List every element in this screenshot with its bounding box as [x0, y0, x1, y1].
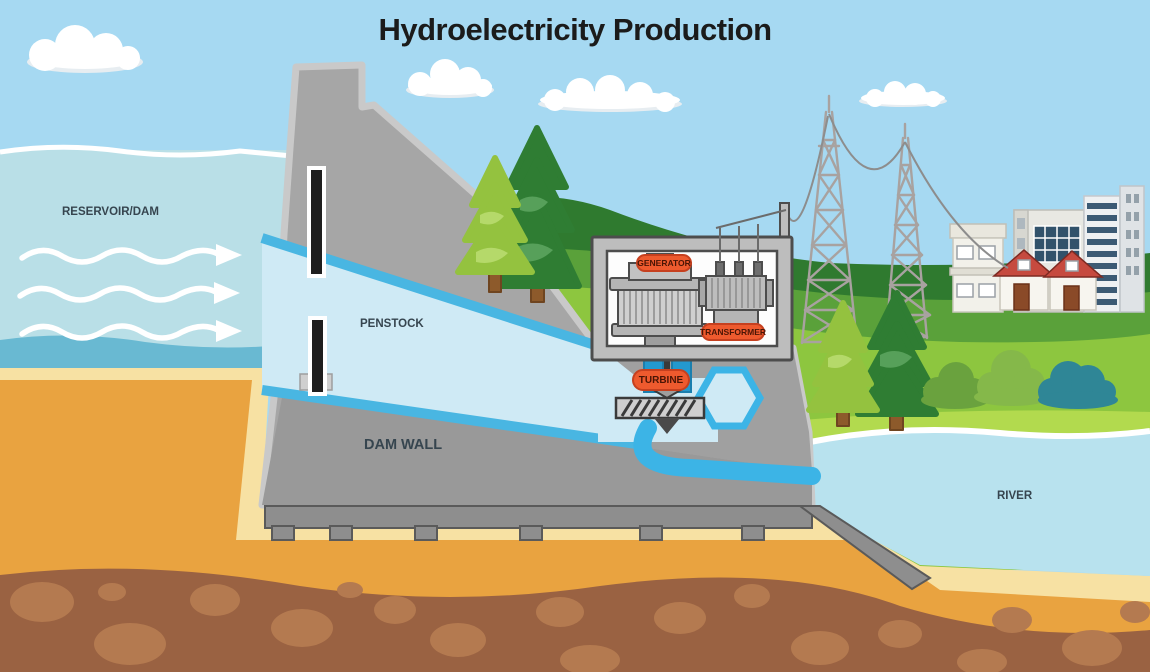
dam-toe-wall: [796, 505, 932, 591]
cloud: [27, 25, 143, 73]
pine-trees-right: [806, 290, 939, 431]
bushes: [921, 350, 1118, 409]
river-water: [809, 427, 1150, 576]
houses: [991, 249, 1105, 311]
turbine-runner: [614, 396, 706, 434]
soil-with-rocks: [0, 568, 1150, 672]
pine-trees-left: [455, 125, 582, 303]
transformer-machine: [698, 261, 774, 333]
cloud: [406, 59, 494, 98]
generator-badge: GENERATOR: [636, 254, 692, 272]
river-label: RIVER: [997, 490, 1033, 502]
reservoir-label: RESERVOIR/DAM: [62, 206, 159, 218]
surge-chamber: [693, 366, 765, 430]
intake-gate-upper: [307, 166, 326, 278]
penstock-label: PENSTOCK: [360, 318, 424, 330]
reservoir-water: [0, 144, 293, 368]
dam-wall-label: DAM WALL: [364, 437, 443, 453]
turbine-badge: TURBINE: [632, 369, 690, 391]
transformer-badge: TRANSFORMER: [700, 323, 766, 341]
intake-gate-lower: [308, 316, 327, 396]
cloud: [859, 81, 947, 107]
transformer-leads: [715, 209, 787, 262]
generator-machine: [609, 253, 711, 347]
dam-base: [264, 505, 813, 529]
diagram-title: Hydroelectricity Production: [378, 12, 772, 47]
water-flow-arrows: [17, 244, 242, 342]
cloud: [538, 75, 682, 112]
draft-tube: [633, 419, 821, 485]
penstock-channel: [260, 166, 651, 451]
